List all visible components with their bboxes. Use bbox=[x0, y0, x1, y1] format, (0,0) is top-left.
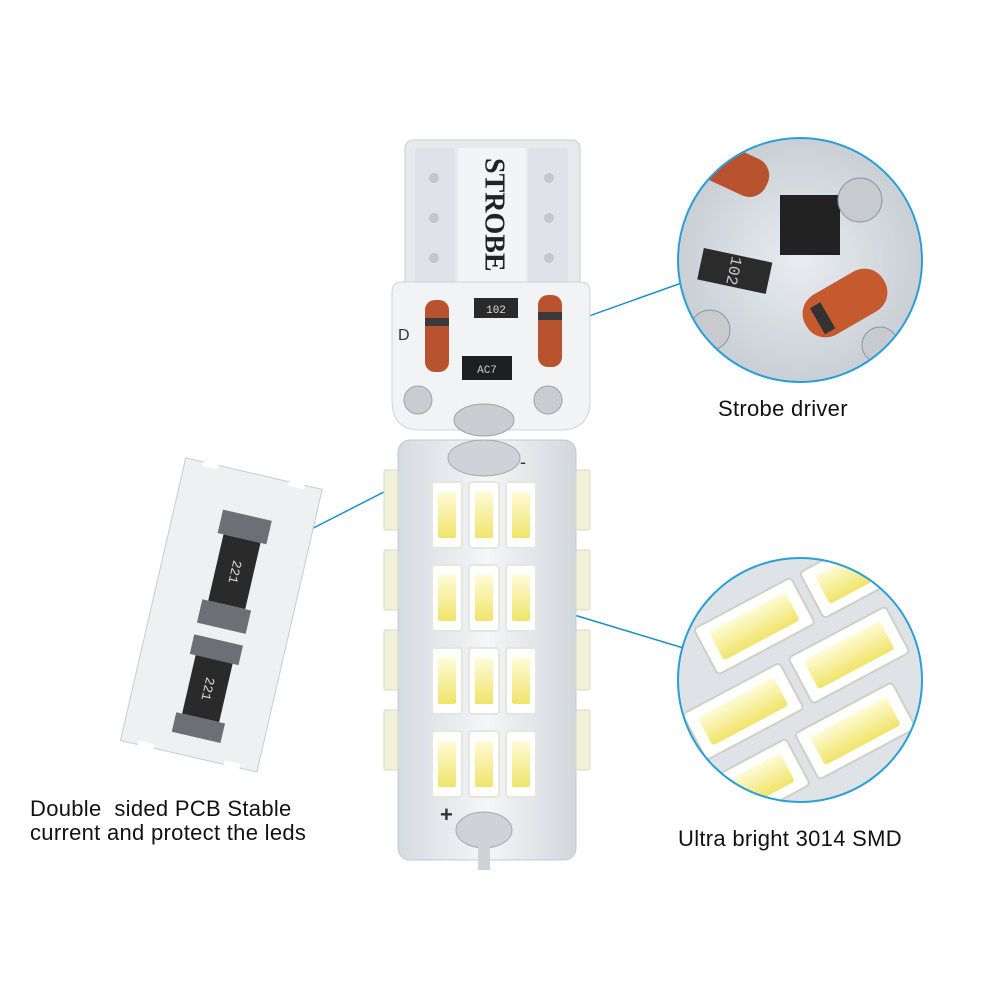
led-bulb: STROBE D 102 AC7 - + bbox=[383, 139, 591, 870]
bulb-strobe-label: STROBE bbox=[479, 158, 510, 272]
zoom-resistor-code: 102 bbox=[721, 255, 745, 287]
bulb-resistor bbox=[474, 298, 518, 318]
caption-smd: Ultra bright 3014 SMD bbox=[678, 826, 902, 851]
bulb-polarity-minus: - bbox=[520, 452, 526, 472]
bulb-resistor-code: 102 bbox=[486, 305, 506, 317]
caption-pcb-line1: Double sided PCB Stable bbox=[30, 796, 292, 821]
pcb-resistor-code-1: 221 bbox=[224, 559, 244, 585]
bulb-polarity-d: D bbox=[398, 327, 410, 344]
caption-pcb-line2: current and protect the leds bbox=[30, 820, 307, 845]
bulb-driver-chip bbox=[462, 356, 512, 380]
pcb-strip: 221 221 bbox=[119, 456, 323, 774]
bulb-smd-leds bbox=[431, 481, 537, 798]
bulb-diode-right bbox=[538, 295, 562, 367]
pcb-resistor-code-2: 221 bbox=[197, 676, 217, 702]
bulb-polarity-plus: + bbox=[440, 802, 453, 827]
bulb-driver-code: AC7 bbox=[477, 365, 497, 377]
zoom-circle-smd bbox=[677, 557, 923, 803]
bulb-diode-left bbox=[425, 300, 449, 372]
caption-strobe-driver: Strobe driver bbox=[718, 396, 848, 421]
zoom-circle-driver: 102 bbox=[677, 137, 923, 383]
